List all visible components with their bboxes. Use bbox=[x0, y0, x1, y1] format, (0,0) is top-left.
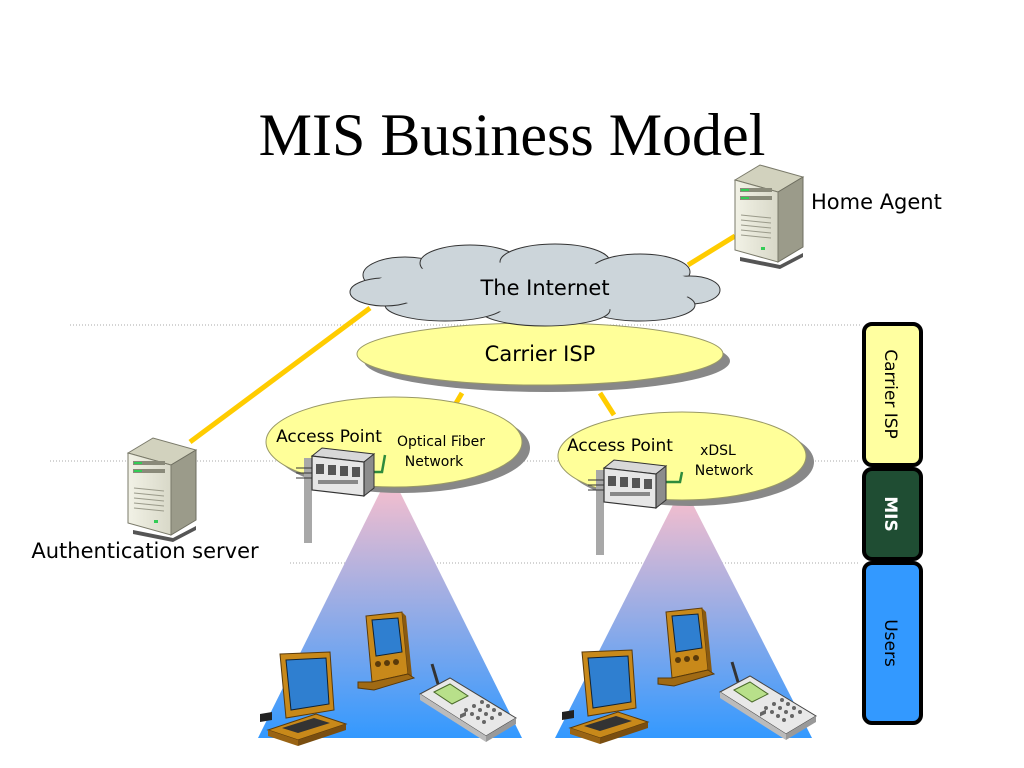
ap-left-label: Access Point bbox=[276, 427, 382, 447]
carrier-isp-node: Carrier ISP bbox=[356, 322, 730, 392]
home-agent-label: Home Agent bbox=[811, 190, 942, 214]
access-point-left: Access Point Optical Fiber Network bbox=[265, 396, 530, 544]
ap-right-network-line2: Network bbox=[695, 463, 754, 479]
auth-server-label: Authentication server bbox=[31, 539, 259, 563]
layer-box-users bbox=[862, 561, 923, 725]
layer-label-carrier-isp: Carrier ISP bbox=[880, 349, 900, 439]
link-isp-ap-right bbox=[597, 391, 617, 417]
internet-label: The Internet bbox=[479, 276, 609, 300]
auth-server-node: Authentication server bbox=[31, 437, 259, 563]
ap-left-network-line2: Network bbox=[405, 454, 464, 470]
slide-title: MIS Business Model bbox=[259, 102, 766, 168]
link-auth-internet bbox=[188, 305, 372, 445]
link-internet-home-agent bbox=[686, 233, 737, 268]
ap-right-label: Access Point bbox=[567, 436, 673, 456]
layer-label-mis: MIS bbox=[880, 496, 900, 532]
access-point-right: Access Point xDSL Network bbox=[557, 411, 814, 556]
server-icon bbox=[734, 164, 804, 270]
layer-label-users: Users bbox=[880, 619, 900, 667]
layer-box-mis bbox=[862, 467, 923, 561]
ap-right-network-line1: xDSL bbox=[700, 443, 736, 459]
carrier-isp-label: Carrier ISP bbox=[485, 342, 596, 366]
home-agent-node: Home Agent bbox=[734, 164, 942, 270]
access-point-icon bbox=[587, 459, 667, 556]
server-icon bbox=[127, 437, 197, 543]
internet-cloud: The Internet bbox=[349, 243, 721, 327]
ap-left-network-line1: Optical Fiber bbox=[397, 434, 485, 450]
layer-legend: Carrier ISP MIS Users bbox=[862, 322, 923, 725]
layer-box-carrier-isp bbox=[862, 322, 923, 467]
